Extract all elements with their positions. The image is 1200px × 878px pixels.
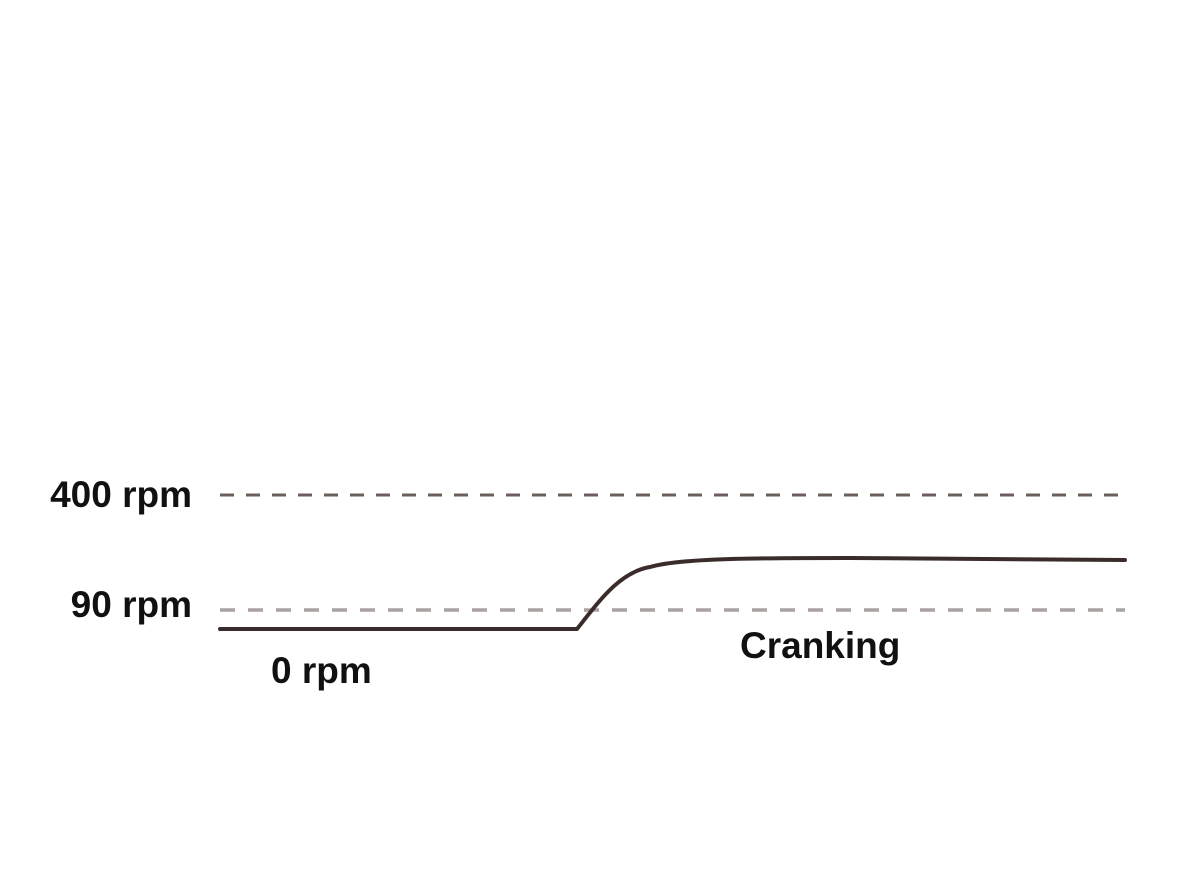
label-90-rpm: 90 rpm: [70, 584, 192, 625]
rpm-signal-curve: [218, 556, 1127, 631]
label-400-rpm: 400 rpm: [50, 474, 192, 515]
label-0-rpm: 0 rpm: [271, 650, 372, 691]
label-cranking: Cranking: [740, 625, 901, 666]
